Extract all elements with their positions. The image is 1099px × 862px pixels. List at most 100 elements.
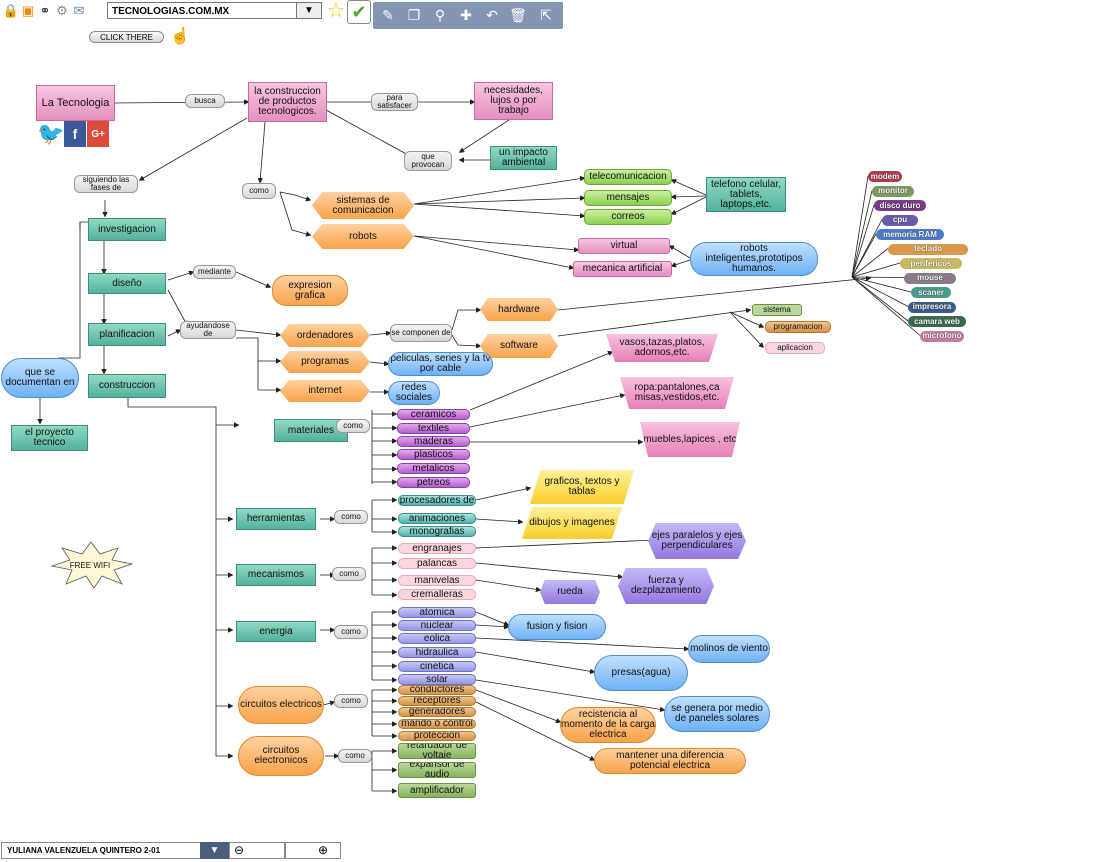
node-ordenadores[interactable]: ordenadores (280, 324, 370, 347)
node-retardador[interactable]: retardador de voltaje (398, 743, 476, 759)
node-circuitos-electricos[interactable]: circuitos electricos (238, 686, 324, 724)
node-expansor[interactable]: expansor de audio (398, 762, 476, 778)
hardware-item[interactable]: impresora (908, 301, 956, 313)
star-icon[interactable]: ☆ (327, 0, 345, 22)
node-aplicacion[interactable]: aplicacion (765, 342, 825, 354)
node-construccion[interactable]: construccion (88, 374, 166, 398)
node-correos[interactable]: correos (584, 209, 672, 225)
add-icon[interactable]: ✚ (460, 7, 472, 23)
node-resistencia[interactable]: recistencia al momento de la carga elect… (560, 707, 656, 743)
node-petreos[interactable]: petreos (397, 477, 470, 488)
reply-icon[interactable]: ↶ (486, 7, 498, 23)
node-cinetica[interactable]: cinetica (398, 661, 476, 672)
node-diseno[interactable]: diseño (88, 273, 166, 294)
node-herramientas[interactable]: herramientas (236, 508, 316, 530)
node-atomica[interactable]: atomica (398, 607, 476, 618)
node-investigacion[interactable]: investigacion (88, 218, 166, 241)
url-field[interactable]: TECNOLOGIAS.COM.MX (107, 2, 297, 19)
node-hardware[interactable]: hardware (480, 298, 558, 321)
node-ropa[interactable]: ropa:pantalones,ca misas,vestidos,etc. (620, 377, 734, 409)
node-mecanica-artificial[interactable]: mecanica artificial (573, 261, 672, 277)
node-presas[interactable]: presas(agua) (594, 655, 688, 691)
node-animaciones[interactable]: animaciones (398, 513, 476, 524)
node-molinos[interactable]: molinos de viento (688, 635, 770, 663)
node-proteccion[interactable]: proteccion (398, 731, 476, 741)
node-rueda[interactable]: rueda (540, 580, 600, 604)
node-robots-inteligentes[interactable]: robots inteligentes,prototipos humanos. (690, 242, 818, 276)
node-expresion-grafica[interactable]: expresion grafica (272, 275, 348, 306)
node-software[interactable]: software (480, 334, 558, 358)
node-telecomunicacion[interactable]: telecomunicacion (584, 169, 672, 185)
node-manivelas[interactable]: manivelas (398, 575, 476, 586)
rss-icon[interactable]: ▣ (21, 3, 35, 18)
node-plasticos[interactable]: plasticos (397, 449, 470, 460)
chevron-down-icon[interactable]: ▼ (200, 842, 229, 859)
hardware-item[interactable]: modem (868, 171, 902, 182)
share-icon[interactable]: ⇱ (540, 7, 552, 23)
node-fusion[interactable]: fusion y fision (508, 614, 606, 640)
node-mecanismos[interactable]: mecanismos (236, 564, 316, 586)
node-sistema[interactable]: sistema (752, 304, 802, 316)
node-la-tecnologia[interactable]: La Tecnologia (36, 85, 115, 121)
node-nuclear[interactable]: nuclear (398, 620, 476, 631)
node-ejes[interactable]: ejes paralelos y ejes perpendiculares (648, 523, 746, 559)
node-metalicos[interactable]: metalicos (397, 463, 470, 474)
node-internet[interactable]: internet (280, 380, 370, 402)
lock-icon[interactable]: 🔒 (2, 3, 20, 18)
google-plus-icon[interactable]: G+ (87, 121, 109, 147)
node-solar[interactable]: solar (398, 674, 476, 685)
trash-icon[interactable]: 🗑 (509, 7, 527, 23)
hardware-item[interactable]: scaner (911, 287, 951, 298)
hardware-item[interactable]: memoria RAM (876, 229, 944, 240)
hardware-item[interactable]: disco duro (874, 200, 926, 211)
twitter-icon[interactable]: 🐦 (37, 121, 65, 146)
node-telefono[interactable]: telefono celular, tablets, laptops,etc. (706, 177, 786, 212)
node-impacto-ambiental[interactable]: un impacto ambiental (490, 146, 557, 170)
edit-icon[interactable]: ✎ (382, 7, 394, 23)
node-dibujos[interactable]: dibujos y imagenes (522, 507, 622, 539)
node-redes-sociales[interactable]: redes sociales (388, 381, 440, 405)
hardware-item[interactable]: cpu (882, 214, 918, 226)
node-energia[interactable]: energia (236, 621, 316, 642)
node-mensajes[interactable]: mensajes (584, 190, 672, 206)
zoom-in-icon[interactable]: ⊕ (285, 842, 341, 859)
facebook-icon[interactable]: f (64, 121, 86, 147)
node-peliculas[interactable]: peliculas, series y la tv por cable (388, 352, 493, 376)
node-graficos[interactable]: graficos, textos y tablas (530, 470, 634, 504)
gear-icon[interactable]: ⚙ (56, 3, 68, 18)
node-mando[interactable]: mando o control (398, 719, 476, 729)
zoom-out-icon[interactable]: ⊖ (229, 842, 285, 859)
hardware-item[interactable]: teclado (888, 243, 968, 255)
node-programacion[interactable]: programacion (765, 321, 831, 333)
node-palancas[interactable]: palancas (398, 558, 476, 569)
node-virtual[interactable]: virtual (578, 238, 670, 254)
node-vasos[interactable]: vasos,tazas,platos, adornos,etc. (606, 334, 718, 362)
node-construccion-productos[interactable]: la construccion de productos tecnologico… (248, 82, 327, 122)
node-ceramicos[interactable]: ceramicos (397, 409, 470, 420)
hardware-item[interactable]: mouse (904, 272, 956, 284)
node-conductores[interactable]: conductores (398, 685, 476, 695)
node-sistemas-comunicacion[interactable]: sistemas de comunicacion (312, 192, 414, 219)
node-cremalleras[interactable]: cremalleras (398, 589, 476, 600)
mail-icon[interactable]: ✉ (73, 3, 85, 18)
hardware-item[interactable]: perifericos (900, 258, 962, 269)
node-hidraulica[interactable]: hidraulica (398, 647, 476, 658)
node-mantener[interactable]: mantener una diferencia potencial electr… (594, 748, 746, 774)
node-fuerza[interactable]: fuerza y dezplazamiento (618, 568, 714, 604)
node-paneles[interactable]: se genera por medio de paneles solares (664, 696, 770, 732)
search-icon[interactable]: ⚲ (434, 7, 446, 23)
node-maderas[interactable]: maderas (397, 436, 470, 447)
node-procesadores[interactable]: procesadores de (398, 495, 476, 506)
node-receptores[interactable]: receptores (398, 696, 476, 706)
node-programas[interactable]: programas (280, 351, 370, 373)
author-field[interactable]: YULIANA VALENZUELA QUINTERO 2-01 (1, 842, 201, 859)
node-amplificador[interactable]: amplificador (398, 783, 476, 798)
chevron-down-icon[interactable]: ▼ (296, 2, 322, 19)
node-muebles[interactable]: muebles,lapices , etc (640, 422, 740, 457)
node-que-se-documentan[interactable]: que se documentan en (1, 358, 79, 398)
node-proyecto-tecnico[interactable]: el proyecto tecnico (11, 425, 88, 451)
hardware-item[interactable]: microfono (920, 330, 964, 342)
node-robots[interactable]: robots (312, 224, 414, 249)
node-generadores[interactable]: generadores (398, 707, 476, 717)
check-icon[interactable]: ✔ (347, 0, 371, 24)
